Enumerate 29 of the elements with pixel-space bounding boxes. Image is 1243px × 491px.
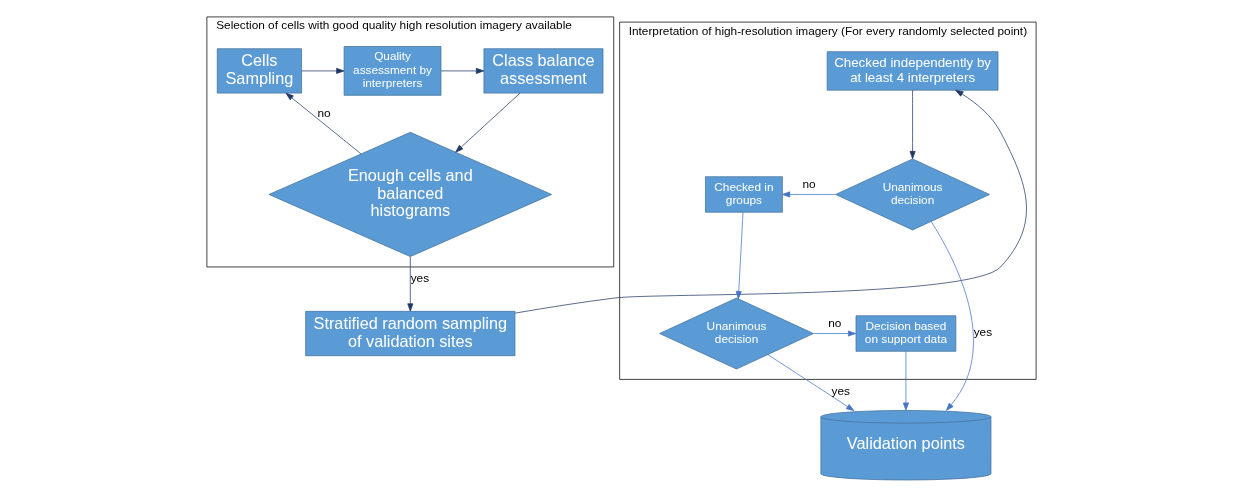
edge-label: yes bbox=[973, 325, 993, 340]
edge-label: yes bbox=[410, 271, 430, 286]
arrow bbox=[301, 67, 345, 74]
node-box: Class balance assessment bbox=[483, 48, 604, 94]
node-diamond: Unanimous decision bbox=[659, 297, 814, 370]
arrow bbox=[285, 92, 362, 155]
arrow bbox=[735, 211, 744, 300]
node-box: Stratified random sampling of validation sites bbox=[305, 310, 516, 357]
arrow bbox=[407, 256, 414, 312]
arrow bbox=[514, 89, 1027, 314]
node-box: Checked in groups bbox=[705, 176, 783, 213]
arrow bbox=[455, 92, 521, 153]
edge-label: yes bbox=[831, 383, 851, 398]
edge-label: no bbox=[317, 105, 331, 120]
node-diamond: Enough cells and balanced histograms bbox=[268, 131, 552, 257]
edge-label: no bbox=[802, 177, 816, 192]
arrow bbox=[440, 67, 485, 74]
arrow bbox=[782, 191, 836, 198]
node-box: Quality assessment by interpreters bbox=[343, 46, 442, 96]
arrow bbox=[813, 330, 857, 337]
node-box: Cells Sampling bbox=[216, 48, 302, 94]
arrow bbox=[909, 89, 916, 160]
node-box: Checked independently by at least 4 interpreters bbox=[826, 51, 999, 91]
arrow bbox=[930, 221, 974, 411]
arrow bbox=[767, 354, 855, 411]
edge-label: no bbox=[828, 316, 842, 331]
arrow bbox=[902, 351, 909, 411]
node-diamond: Unanimous decision bbox=[835, 158, 990, 231]
node-box: Decision based on support data bbox=[855, 315, 957, 352]
